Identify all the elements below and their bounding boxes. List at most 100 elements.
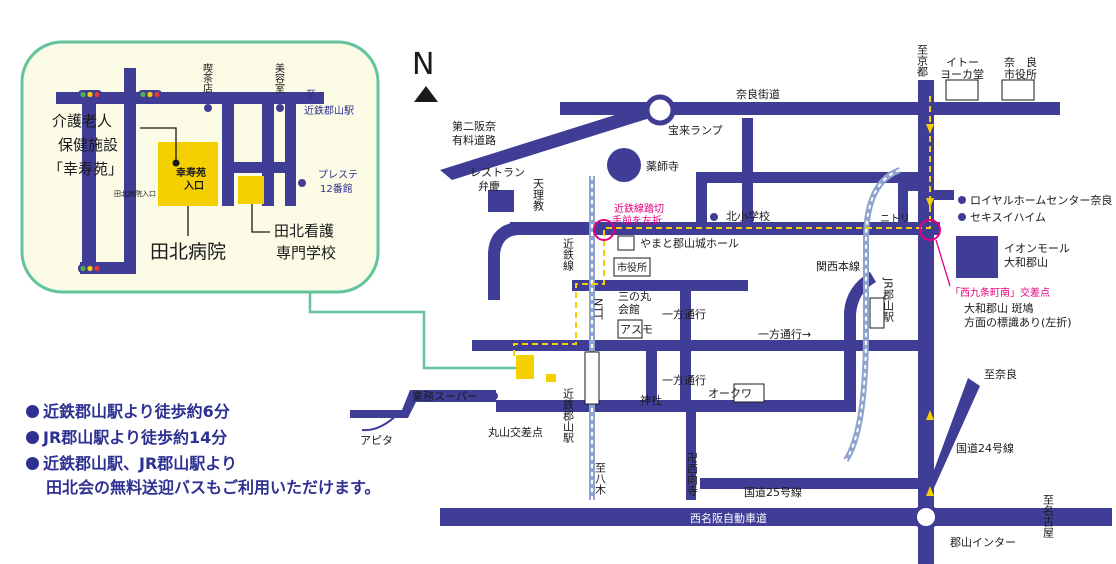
inset-connector <box>308 292 520 370</box>
kango-marker <box>546 374 556 382</box>
presute-dot <box>298 179 306 187</box>
label-sannomaru-1: 三の丸 <box>618 290 651 303</box>
inset-koujuen-entrance-1: 幸寿苑 <box>176 166 206 179</box>
road-city-hall <box>572 280 748 291</box>
label-to-nagoya: 至名古屋 <box>1042 494 1055 539</box>
label-koriyama-ic: 郡山インター <box>950 536 1016 549</box>
label-jr-koriyama: JR郡山駅 <box>882 277 895 323</box>
bullet-icon <box>26 405 39 418</box>
inset-presute-label-1: プレステ <box>318 169 358 181</box>
traffic-light-icon <box>78 264 102 273</box>
koriyama-ic-roundabout <box>913 504 939 530</box>
road-left-curve <box>488 222 518 300</box>
inset-road-biyo-v <box>262 96 274 206</box>
road-daini-hanna <box>440 104 650 180</box>
kaigo-leader <box>140 127 177 163</box>
inset-kaigo-label-2: 保健施設 <box>58 136 118 154</box>
jr-station-box <box>869 297 885 329</box>
label-gyomu: 業務スーパー <box>412 389 478 403</box>
royal-dot <box>958 196 966 204</box>
traffic-light-icon <box>78 90 102 99</box>
north-letter: N <box>412 47 434 82</box>
gyomu-dot <box>490 392 498 400</box>
access-line-2: JR郡山駅より徒歩約14分 <box>26 424 227 448</box>
label-nitori: ニトリ <box>880 214 910 225</box>
inset-kissaten-label: 喫茶店 <box>201 63 213 94</box>
kango-leader <box>251 204 270 233</box>
label-jinja: 神社 <box>640 393 662 407</box>
label-kansai-line: 関西本線 <box>816 259 860 273</box>
label-oneway-1: 一方通行 <box>662 307 706 321</box>
inset-koujuen-entrance-2: 入口 <box>184 180 204 192</box>
label-itoyokado-2: ヨーカ堂 <box>940 68 984 81</box>
road-nitori-v <box>898 180 908 225</box>
label-kintetsu-line: 近鉄線 <box>562 238 575 271</box>
route-arrow-icon <box>926 124 934 134</box>
label-asumo: アスモ <box>620 323 653 336</box>
label-tenrikyo: 天理教 <box>532 178 545 212</box>
inset-road-mid-h <box>222 162 296 173</box>
okuwa-box <box>733 383 765 403</box>
city-office-box <box>613 257 651 277</box>
label-sekisui: セキスイハイム <box>970 211 1046 224</box>
label-nara-kaido: 奈良街道 <box>736 87 780 101</box>
label-nara-2: 市役所 <box>1004 67 1037 81</box>
koujuen-building <box>158 142 218 206</box>
nishikujo-leader <box>935 239 951 287</box>
asumo-box <box>617 319 643 339</box>
inset-map: 喫茶店 美容室 至 近鉄郡山駅 介護老人 保健施設 「幸寿苑」 幸寿苑 入口 田… <box>20 40 520 370</box>
route-arrow-icon <box>926 410 934 420</box>
yamato-hall-box <box>617 235 635 251</box>
label-nishikujo-2: 大和郡山 斑鳩 <box>964 301 1034 315</box>
route-arrow-icon <box>926 486 934 496</box>
road-route25 <box>934 378 980 488</box>
road-mid-h <box>472 340 918 351</box>
road-route25-h <box>700 478 918 489</box>
label-oneway-2: 一方通行→ <box>758 327 811 341</box>
road-lower-h <box>496 400 852 412</box>
label-daini-hanna-2: 有料道路 <box>452 133 496 147</box>
inset-biyoshitsu-label: 美容室 <box>273 62 285 93</box>
label-horai-lamp: 宝来ランプ <box>668 123 723 137</box>
label-city-office: 市役所 <box>617 261 647 274</box>
nishikujo-marker <box>919 219 941 241</box>
bullet-icon <box>26 457 39 470</box>
route-line <box>513 96 931 360</box>
roads <box>350 80 1112 564</box>
label-kintetsu-crossing-2: 手前を左折 <box>612 214 662 227</box>
inset-hospital-label: 田北病院 <box>150 241 226 263</box>
crossing-marker <box>593 219 615 241</box>
road-royal <box>934 190 954 200</box>
map-labels: 奈良街道 至京都 イトー ヨーカ堂 奈 良 市役所 第二阪奈 有料道路 宝来ラン… <box>360 44 1112 549</box>
inset-road-diagonal <box>82 104 96 272</box>
inset-road-right-v <box>285 96 296 206</box>
access-line-3: 近鉄郡山駅、JR郡山駅より <box>26 450 237 474</box>
label-kita-school: 北小学校 <box>726 209 770 223</box>
label-oneway-3: 一方通行 <box>662 373 706 387</box>
north-arrow: N <box>412 47 438 102</box>
label-route24: 国道24号線 <box>956 441 1014 455</box>
road-west-vert <box>742 118 753 228</box>
jr-kansai-line <box>843 167 902 462</box>
road-maruyama <box>350 390 496 418</box>
label-nara-1: 奈 良 <box>1004 55 1037 69</box>
label-okuwa: オークワ <box>708 387 752 400</box>
road-yakushiji-h <box>696 172 918 183</box>
label-itoyokado-1: イトー <box>946 56 979 69</box>
road-temple-v <box>686 412 696 500</box>
sekisui-dot <box>958 213 966 221</box>
horai-roundabout <box>644 94 676 126</box>
label-restaurant-2: 弁慶 <box>478 179 500 193</box>
inset-kango-label-1: 田北看護 <box>274 222 334 240</box>
label-sannomaru-2: 会館 <box>618 302 640 316</box>
access-line-1: 近鉄郡山駅より徒歩約6分 <box>26 398 230 422</box>
label-royal: ロイヤルホームセンター奈良 <box>970 193 1112 207</box>
road-oneway-v2 <box>646 350 657 410</box>
kita-school-dot <box>710 213 718 221</box>
aeon-mall-marker <box>956 236 998 278</box>
label-kintetsu-crossing-1: 近鉄線踏切 <box>614 202 664 215</box>
label-apita: アピタ <box>360 434 393 447</box>
label-maruyama: 丸山交差点 <box>488 425 543 439</box>
kintetsu-station-box <box>584 351 600 405</box>
